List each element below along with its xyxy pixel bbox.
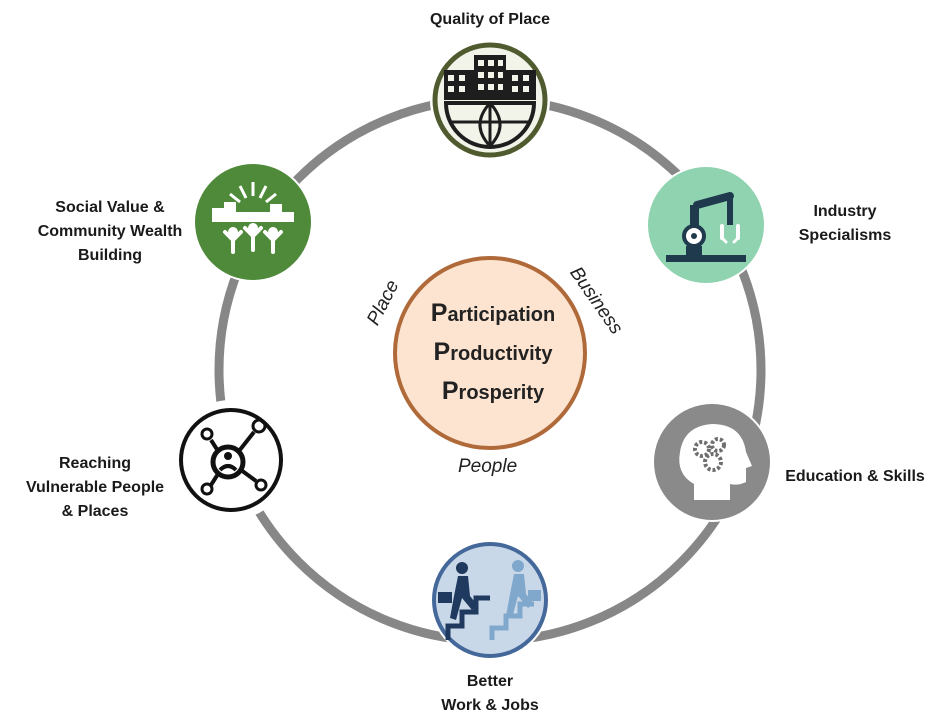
label-better-work-jobs: Better Work & Jobs	[441, 673, 539, 714]
label-quality-of-place: Quality of Place	[429, 11, 551, 28]
climbing-stairs-icon	[438, 560, 541, 640]
ring-word-people: People	[458, 456, 518, 477]
node-reaching-vulnerable	[171, 400, 291, 520]
node-industry-specialisms	[646, 165, 766, 285]
label-industry-specialisms: Industry Specialisms	[798, 203, 892, 244]
city-globe-icon	[443, 55, 537, 149]
center-line-productivity: Productivity	[433, 338, 553, 366]
label-education-skills: Education & Skills	[785, 468, 925, 485]
network-person-icon	[200, 418, 268, 496]
node-education-skills	[652, 402, 772, 522]
robot-arm-icon	[666, 192, 746, 262]
node-social-value	[193, 162, 313, 282]
community-people-icon	[212, 182, 294, 254]
head-gears-icon	[679, 424, 752, 500]
label-social-value: Social Value & Community Wealth Building	[37, 199, 183, 264]
center-line-participation: Participation	[430, 299, 556, 327]
label-reaching-vulnerable: Reaching Vulnerable People & Places	[25, 455, 165, 520]
center-line-prosperity: Prosperity	[441, 377, 545, 405]
node-quality-of-place	[430, 40, 550, 160]
node-better-work-jobs	[430, 540, 550, 660]
center-values: Participation Productivity Prosperity	[400, 295, 586, 412]
center-circle	[393, 256, 587, 450]
